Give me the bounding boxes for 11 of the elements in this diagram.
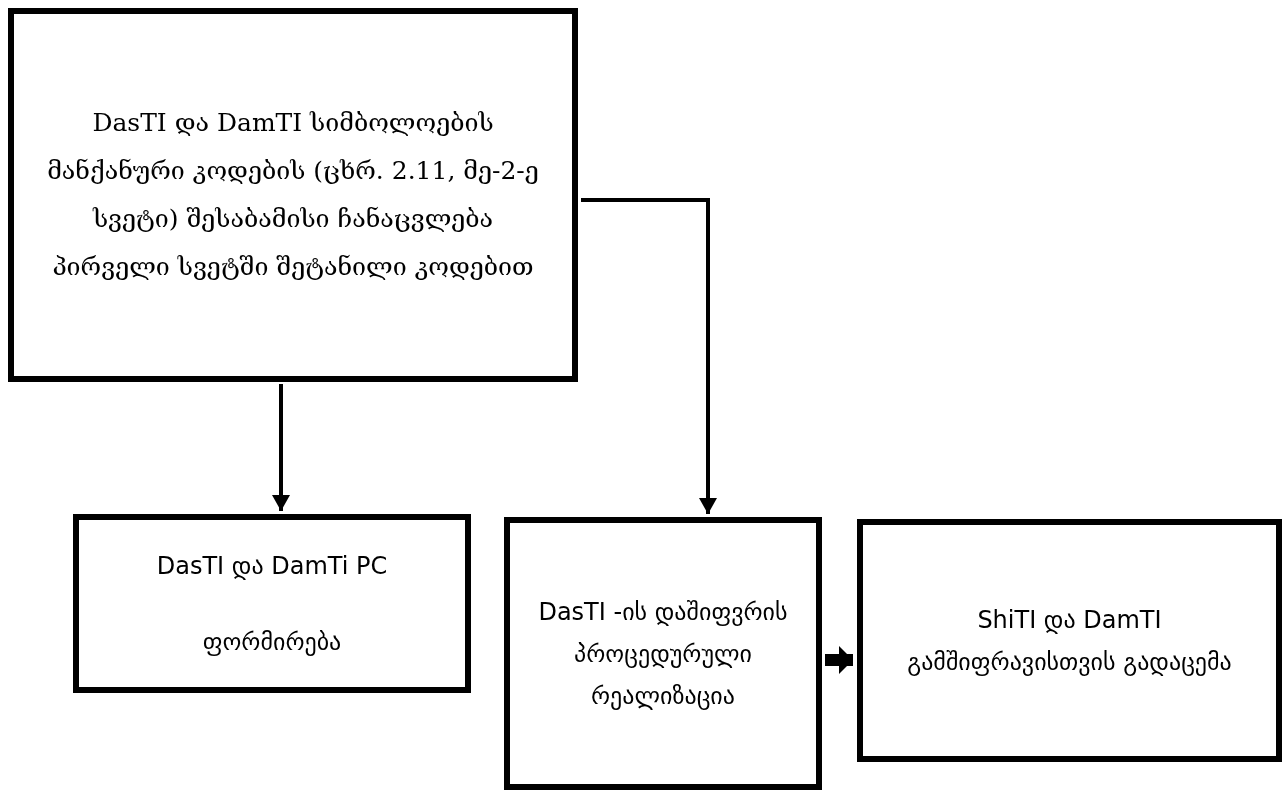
box-text: DasTI და DamTI სიმბოლოების მანქანური კოდების (ცხრ. 2.11, მე-2-ე სვეტი) შესაბამისი ჩანაცვლება პირველი სვეტში შეტანილი კოდებით [46, 107, 540, 283]
arrow [581, 198, 717, 514]
box-text: DasTI -ის დაშიფვრის პროცედურული რეალიზაცია [537, 596, 789, 712]
arrow [272, 384, 290, 511]
process-box [8, 8, 578, 382]
box-text: ShiTI და DamTI გამშიფრავისთვის გადაცემა [906, 604, 1233, 678]
box-text: DasTI და DamTi PC ფორმირება [155, 550, 389, 658]
process-box [857, 519, 1282, 762]
process-box [504, 517, 822, 790]
process-box [73, 514, 471, 693]
arrow [825, 646, 853, 674]
